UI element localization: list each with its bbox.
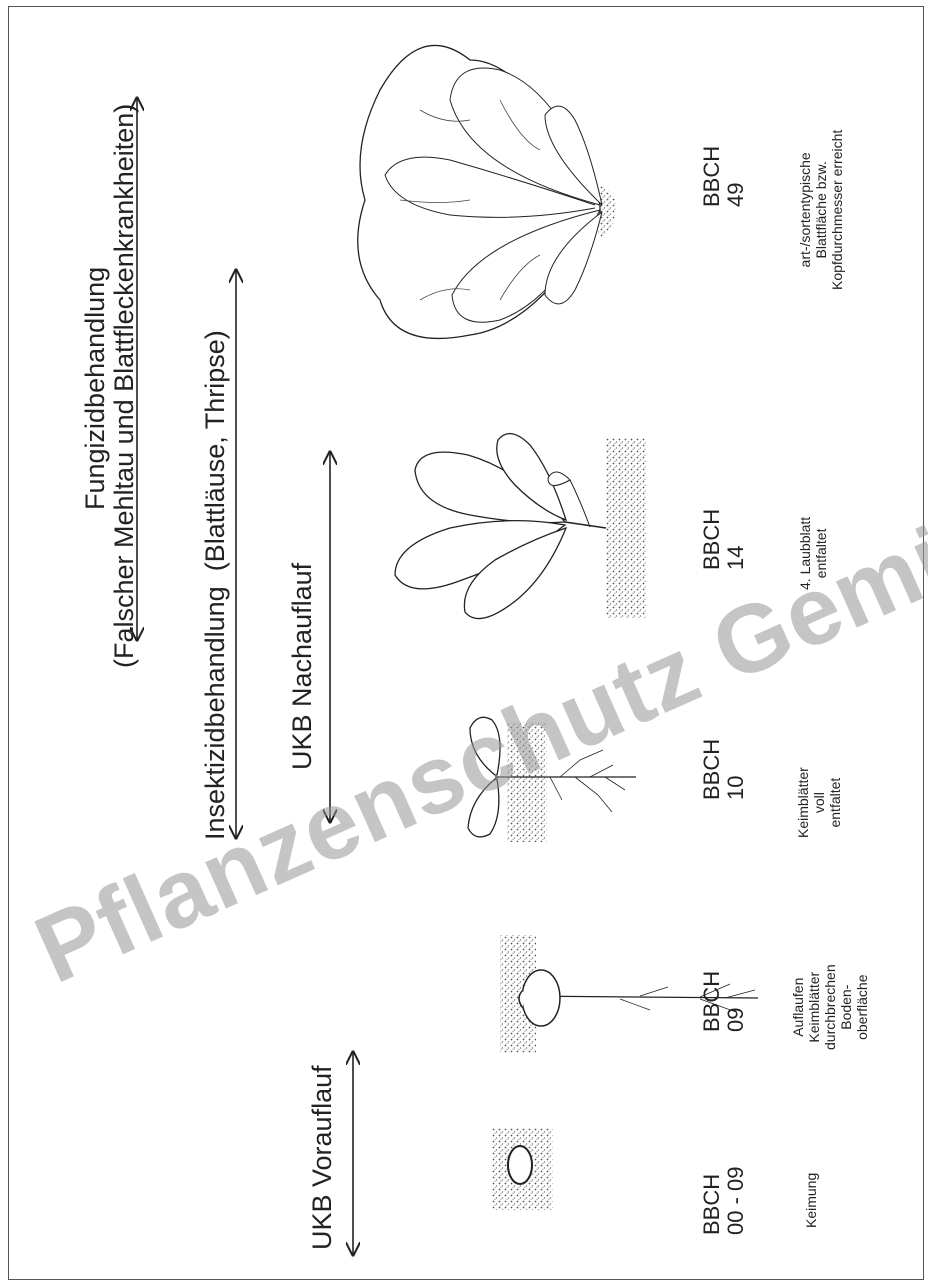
fungicide-diseases: (Falscher Mehltau und Blattfleckenkrankh… bbox=[109, 104, 140, 668]
stage-description-2: Auflaufen Keimblätter durchbrechen Boden… bbox=[790, 964, 870, 1050]
insecticide-title: Insektizidbehandlung (Blattläuse, Thrips… bbox=[200, 330, 231, 840]
fungicide-title: Fungizidbehandlung bbox=[80, 267, 111, 510]
seed-illustration bbox=[491, 1128, 553, 1210]
ukb-post-title: UKB Nachauflauf bbox=[287, 563, 318, 770]
lettuce-head-illustration bbox=[358, 45, 616, 338]
stage-description-3: Keimblätter voll entfaltet bbox=[795, 767, 843, 838]
stage-description-5: art-/sortentypische Blattfläche bzw. Kop… bbox=[797, 130, 845, 290]
stage-description-1: Keimung bbox=[803, 1173, 819, 1228]
ukb-pre-title: UKB Vorauflauf bbox=[307, 1065, 338, 1250]
four-leaf-plant-illustration bbox=[395, 434, 646, 619]
